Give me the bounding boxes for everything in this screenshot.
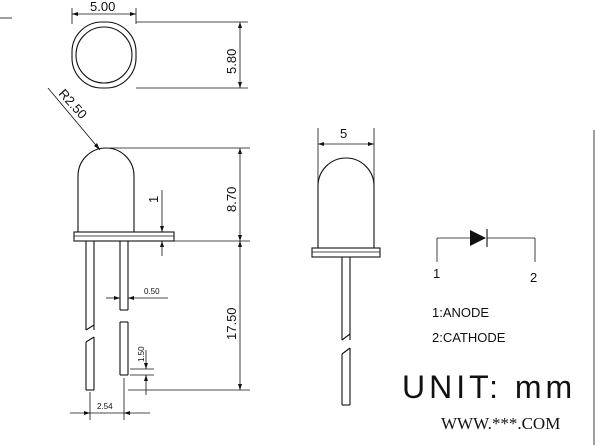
lead-width-label: 0.50 (144, 287, 160, 296)
pin2-label: 2 (530, 270, 537, 285)
top-view: 5.00 5.80 (71, 0, 248, 89)
website-label: WWW.***.COM (441, 414, 560, 433)
side-width-label: 5 (340, 126, 347, 141)
dome-body (77, 147, 135, 232)
diode-schematic: 1 2 1:ANODE 2:CATHODE (432, 229, 537, 345)
side-dome (317, 157, 375, 248)
front-view: R2.50 8.70 17.50 1 0.50 1.50 (47, 86, 250, 420)
flange-label: 1 (146, 196, 161, 203)
top-height-label: 5.80 (224, 49, 239, 74)
diode-symbol-icon (470, 230, 486, 246)
top-view-lens (75, 26, 133, 84)
lead-length-label: 17.50 (224, 307, 239, 340)
gap-label: 1.50 (137, 346, 146, 362)
anode-label: 1:ANODE (432, 305, 489, 320)
top-view-outline (71, 21, 137, 89)
cathode-label: 2:CATHODE (432, 330, 506, 345)
side-flange (311, 247, 381, 258)
unit-label: UNIT: mm (402, 369, 576, 405)
pitch-label: 2.54 (97, 402, 113, 411)
dome-height-label: 8.70 (224, 187, 239, 212)
side-view: 5 (311, 126, 381, 406)
flange (73, 231, 175, 242)
top-width-label: 5.00 (90, 0, 115, 14)
pin1-label: 1 (433, 266, 440, 281)
